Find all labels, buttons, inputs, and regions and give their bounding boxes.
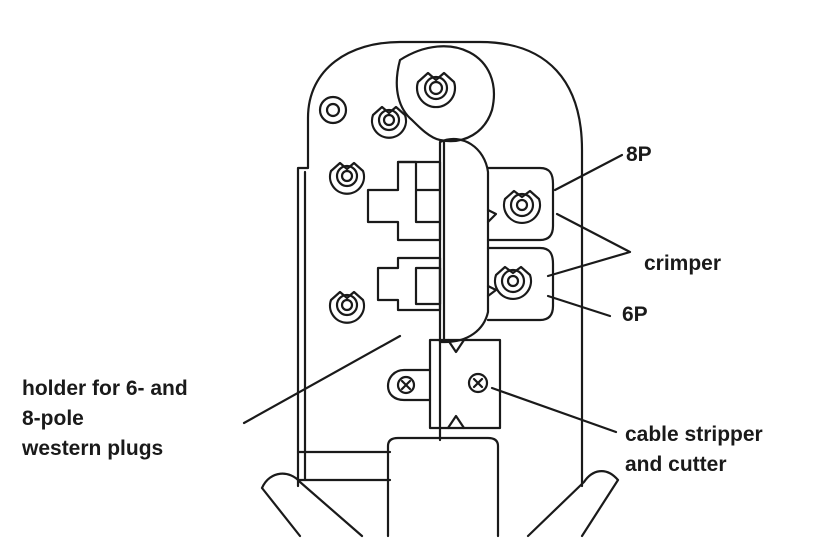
stripper-screw-right <box>467 372 489 394</box>
crimper-die-8p-notch <box>486 208 498 224</box>
stripper-left-ear <box>386 368 432 402</box>
plug-holder-lower <box>376 256 442 312</box>
leader-stripper <box>490 386 618 434</box>
crimper-die-6p <box>486 246 555 322</box>
crimper-die-8p <box>486 166 555 242</box>
stripper-blade-bottom <box>446 414 466 430</box>
screw-top <box>415 71 457 109</box>
screw-left-lower <box>328 290 366 324</box>
plug-holder-block <box>366 160 442 242</box>
handle-right <box>526 470 620 538</box>
leader-holder <box>242 334 402 425</box>
screw-crimper-8p <box>502 189 542 225</box>
stripper-screw-left <box>396 375 416 395</box>
screw-upper-small <box>370 105 408 139</box>
handle-left <box>260 472 364 538</box>
stripper-block <box>428 338 502 430</box>
leader-6p <box>546 294 612 318</box>
leader-crimper <box>546 212 632 278</box>
label-6p: 6P <box>622 303 648 326</box>
lower-neck <box>386 436 500 538</box>
screw-crimper-6p <box>493 265 533 301</box>
label-holder-line-3: western plugs <box>22 437 164 460</box>
crimper-die-6p-notch <box>486 284 498 298</box>
label-stripper-line-2: and cutter <box>625 453 727 476</box>
plug-holder-6p-slot <box>414 266 442 306</box>
head-cover <box>395 45 495 143</box>
label-8p: 8P <box>626 143 652 166</box>
label-holder-line-1: holder for 6- and <box>22 377 188 400</box>
tool-body-outline <box>296 40 584 488</box>
label-holder-line-2: 8-pole <box>22 407 84 430</box>
plug-holder-8p-slot <box>396 160 442 224</box>
label-stripper-line-1: cable stripper <box>625 423 763 446</box>
screw-left-upper <box>328 161 366 195</box>
die-plate <box>438 137 490 344</box>
pivot-hole <box>318 95 348 125</box>
pivot-hole-inner <box>325 102 341 118</box>
label-crimper: crimper <box>644 252 722 275</box>
leader-8p <box>553 153 624 192</box>
stripper-blade-top <box>446 338 466 354</box>
